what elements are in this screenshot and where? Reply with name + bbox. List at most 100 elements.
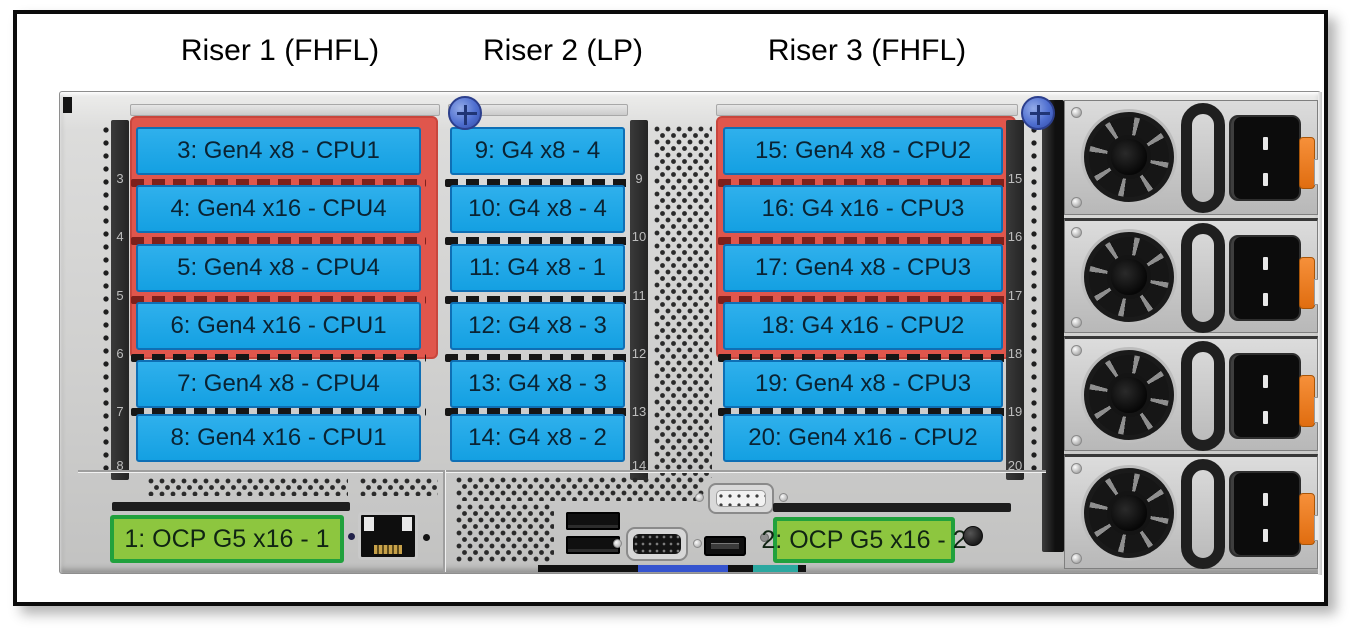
vent-hole-column-left xyxy=(100,124,112,476)
slot-opening-dashes xyxy=(131,296,426,304)
slot-opening-dashes xyxy=(718,354,1008,362)
psu-fan xyxy=(1081,229,1177,325)
ocp-slot1-opening xyxy=(112,502,350,511)
slot-opening-dashes xyxy=(131,179,426,187)
riser1: 3: Gen4 x8 - CPU1 4: Gen4 x16 - CPU4 5: … xyxy=(131,92,426,575)
pcie-slot-8: 8: Gen4 x16 - CPU1 xyxy=(136,414,421,462)
vent-hex-band xyxy=(148,478,348,496)
pcie-slot-11: 11: G4 x8 - 1 xyxy=(450,244,625,292)
pcie-slot-20: 20: Gen4 x16 - CPU2 xyxy=(723,414,1003,462)
slot-number-17: 17 xyxy=(1007,288,1023,303)
psu-release-latch xyxy=(1299,257,1315,309)
slot-number-18: 18 xyxy=(1007,346,1023,361)
psu-fan xyxy=(1081,465,1177,561)
slot-number-3: 3 xyxy=(116,171,124,186)
screw-icon xyxy=(1071,553,1082,564)
pcie-slot-12: 12: G4 x8 - 3 xyxy=(450,302,625,350)
psu-handle xyxy=(1181,103,1225,213)
riser2-slot-number-strip: 9 10 11 12 13 14 xyxy=(630,120,648,480)
slot-number-19: 19 xyxy=(1007,404,1023,419)
ocp-slot-2: 2: OCP G5 x16 - 2 xyxy=(761,517,967,563)
psu-ac-inlet xyxy=(1229,471,1301,557)
vent-hex-column xyxy=(654,126,712,478)
riser2-title: Riser 2 (LP) xyxy=(482,34,644,67)
slot-opening-dashes xyxy=(131,237,426,245)
figure-frame: Riser 1 (FHFL) Riser 2 (LP) Riser 3 (FHF… xyxy=(13,10,1328,606)
screw-icon xyxy=(1071,317,1082,328)
slot-opening-dashes xyxy=(445,354,630,362)
chassis-right-edge xyxy=(1318,92,1322,575)
slot-number-11: 11 xyxy=(632,288,646,303)
psu-2 xyxy=(1064,218,1320,333)
pcie-slot-6: 6: Gen4 x16 - CPU1 xyxy=(136,302,421,350)
psu-handle xyxy=(1181,341,1225,451)
slot-opening-dashes xyxy=(718,237,1008,245)
slot-number-12: 12 xyxy=(631,346,647,361)
slot-number-20: 20 xyxy=(1007,458,1023,473)
slot-number-16: 16 xyxy=(1007,229,1023,244)
riser2: 9: G4 x8 - 4 10: G4 x8 - 4 11: G4 x8 - 1… xyxy=(445,92,630,575)
screw-icon xyxy=(1071,107,1082,118)
slot-number-6: 6 xyxy=(116,346,124,361)
screw-icon xyxy=(693,539,702,548)
slot-opening-dashes xyxy=(718,296,1008,304)
vga-port xyxy=(626,527,688,561)
slot-number-4: 4 xyxy=(116,229,124,244)
ocp-slot-1: 1: OCP G5 x16 - 1 xyxy=(110,515,344,563)
psu-ac-inlet xyxy=(1229,115,1301,201)
ocp-slot2-opening xyxy=(773,503,1011,512)
led-dot xyxy=(348,533,355,540)
slot-number-5: 5 xyxy=(116,288,124,303)
pull-out-label-strip xyxy=(538,565,806,572)
slot-opening-dashes xyxy=(131,408,426,416)
pcie-slot-16: 16: G4 x16 - CPU3 xyxy=(723,185,1003,233)
psu-release-latch xyxy=(1299,375,1315,427)
vent-hex-cluster xyxy=(456,504,554,562)
slot-number-13: 13 xyxy=(631,404,647,419)
psu-ac-inlet xyxy=(1229,235,1301,321)
vent-hex-band xyxy=(456,477,704,501)
vent-hole-column-right xyxy=(1028,124,1040,476)
button-dot xyxy=(760,533,769,542)
serial-db9-port xyxy=(708,483,774,514)
usb-a-port xyxy=(566,512,620,530)
chassis-seam-horizontal xyxy=(78,470,1046,472)
slot-number-14: 14 xyxy=(631,458,647,473)
pcie-slot-9: 9: G4 x8 - 4 xyxy=(450,127,625,175)
slot-number-7: 7 xyxy=(116,404,124,419)
psu-handle xyxy=(1181,459,1225,569)
slot-number-15: 15 xyxy=(1007,171,1023,186)
screw-icon xyxy=(779,493,788,502)
riser3: 15: Gen4 x8 - CPU2 16: G4 x16 - CPU3 17:… xyxy=(718,92,1008,575)
psu-fan xyxy=(1081,109,1177,205)
screw-icon xyxy=(1071,435,1082,446)
riser1-top-flange xyxy=(130,104,440,116)
pcie-slot-15: 15: Gen4 x8 - CPU2 xyxy=(723,127,1003,175)
thumbscrew-icon xyxy=(448,96,482,130)
vent-hex-band xyxy=(360,478,438,496)
chassis-seam-vertical xyxy=(443,470,445,572)
riser1-slot-number-strip: 3 4 5 6 7 8 xyxy=(111,120,129,480)
riser3-top-flange xyxy=(716,104,1018,116)
riser3-title: Riser 3 (FHFL) xyxy=(767,34,967,67)
riser1-title: Riser 1 (FHFL) xyxy=(180,34,380,67)
pcie-slot-7: 7: Gen4 x8 - CPU4 xyxy=(136,360,421,408)
slot-number-9: 9 xyxy=(635,171,643,186)
psu-fan xyxy=(1081,347,1177,443)
screw-icon xyxy=(613,539,622,548)
psu-handle xyxy=(1181,223,1225,333)
riser3-slot-number-strip: 15 16 17 18 19 20 xyxy=(1006,120,1024,480)
screw-icon xyxy=(1071,197,1082,208)
psu-release-latch xyxy=(1299,137,1315,189)
mini-displayport xyxy=(704,536,746,556)
screw-icon xyxy=(963,526,983,546)
rack-ear-tab xyxy=(63,97,72,113)
screw-icon xyxy=(695,493,704,502)
thumbscrew-icon xyxy=(1021,96,1055,130)
slot-opening-dashes xyxy=(445,237,630,245)
slot-opening-dashes xyxy=(718,408,1008,416)
pcie-slot-17: 17: Gen4 x8 - CPU3 xyxy=(723,244,1003,292)
slot-number-10: 10 xyxy=(631,229,647,244)
pcie-slot-10: 10: G4 x8 - 4 xyxy=(450,185,625,233)
pcie-slot-3: 3: Gen4 x8 - CPU1 xyxy=(136,127,421,175)
